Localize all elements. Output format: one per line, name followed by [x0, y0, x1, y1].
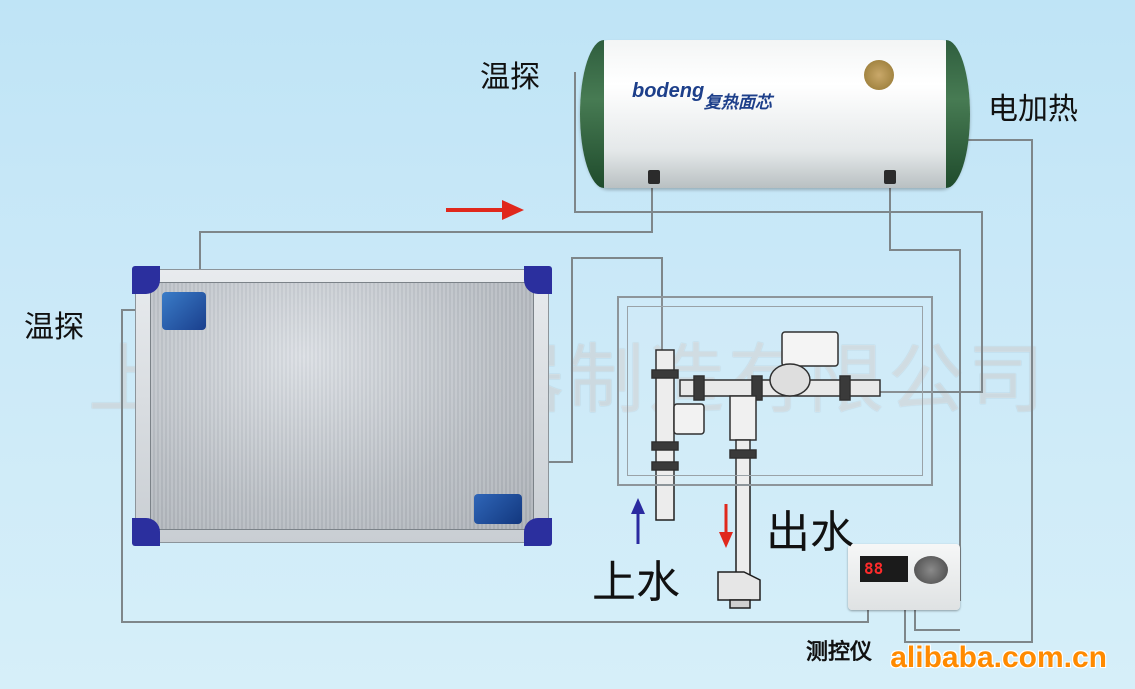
- label-controller: 测控仪: [806, 640, 873, 665]
- arrow-right-red-icon: [446, 200, 524, 220]
- collector-corner-tl: [132, 266, 160, 294]
- tank-outlet-left: [648, 170, 660, 184]
- arrow-down-red-icon: [719, 504, 733, 548]
- solar-collector-panel: [132, 266, 552, 546]
- controller-buttons-icon: [914, 556, 948, 584]
- pump-enclosure: [617, 296, 933, 486]
- collector-brand-badge: [162, 292, 206, 330]
- pipe-collector-to-tank: [199, 180, 653, 270]
- tank-brand-text: 复热面芯: [704, 93, 772, 113]
- tank-outlet-right: [884, 170, 896, 184]
- tank-emblem-icon: [864, 60, 894, 90]
- label-temp-probe-tank: 温探: [480, 60, 540, 95]
- label-water-in: 上水: [592, 557, 680, 608]
- wire-electric-heating: [904, 139, 1033, 643]
- pipe-collector-return: [548, 257, 663, 463]
- label-electric-heating: 电加热: [988, 92, 1078, 127]
- wire-controller: [914, 610, 960, 631]
- site-watermark: alibaba.com.cn: [890, 641, 1107, 674]
- label-temp-probe-collector: 温探: [24, 310, 84, 345]
- water-tank: bodeng 复热面芯: [580, 40, 970, 188]
- collector-corner-bl: [132, 518, 160, 546]
- collector-corner-tr: [524, 266, 552, 294]
- wire-collector-probe: [121, 309, 869, 623]
- collector-glass: [150, 282, 534, 530]
- collector-corner-br: [524, 518, 552, 546]
- pump-enclosure-inner: [627, 306, 923, 476]
- wire-tank-probe: [574, 72, 983, 393]
- label-water-out: 出水: [766, 507, 854, 558]
- pump-assembly: [651, 331, 881, 609]
- collector-cert-badge: [474, 494, 522, 524]
- tank-brand-logo: bodeng: [632, 80, 705, 102]
- controller-device: 88: [848, 544, 960, 610]
- arrow-up-blue-icon: [631, 498, 645, 544]
- controller-display: 88: [860, 556, 908, 582]
